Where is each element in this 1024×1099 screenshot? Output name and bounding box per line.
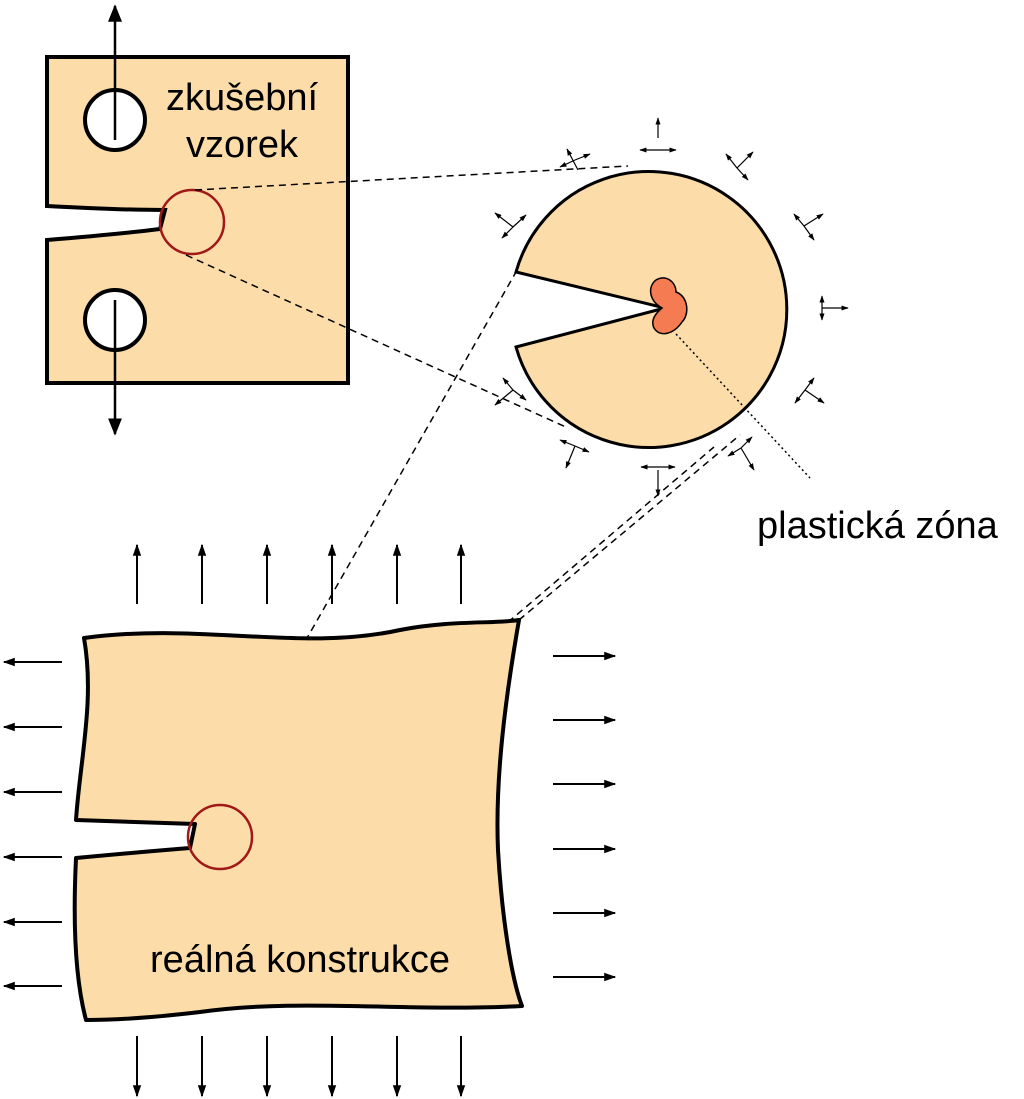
specimen-label-line2: vzorek: [186, 124, 299, 166]
stress-arrow-pair-bottom: [640, 464, 676, 497]
specimen-crack-tip-zoom-circle: [158, 188, 226, 256]
structure-label: reálná konstrukce: [150, 939, 450, 981]
stress-arrow-pair-right: [819, 295, 849, 321]
structure-crack-tip-zoom-circle: [186, 803, 254, 871]
stress-arrow-pair-top: [639, 117, 677, 153]
structure-top-load-arrows: [132, 543, 466, 604]
stress-arrow-pair-lower-left: [494, 377, 527, 406]
magnified-material-disc: [514, 170, 789, 449]
stress-arrow-pair-right-lower: [794, 377, 825, 404]
zoom-line-specimen-bottom: [185, 254, 569, 429]
structure-right-load-arrows: [553, 651, 617, 982]
plastic-zone-label: plastická zóna: [757, 505, 999, 547]
stress-arrow-pair-upper-right: [725, 151, 754, 181]
structure-body: [72, 618, 524, 1022]
structure-bottom-load-arrows: [132, 1036, 466, 1098]
stress-arrow-pair-left: [494, 212, 527, 239]
structure-left-load-arrows: [2, 657, 62, 991]
stress-arrow-pair-bottom-left: [559, 439, 590, 469]
zoom-line-structure-corner: [518, 434, 741, 621]
stress-arrow-pair-upper-left: [559, 148, 591, 171]
plastic-zone-shape: [649, 277, 688, 335]
magnified-crack-tip: plastická zóna: [514, 170, 999, 547]
specimen-label-line1: zkušební: [166, 77, 319, 119]
stress-arrow-pair-right-upper: [793, 213, 824, 241]
stress-arrow-pair-bottom-right: [727, 436, 755, 471]
real-structure: reálná konstrukce: [72, 618, 524, 1022]
zoom-line-specimen-top: [194, 165, 629, 191]
test-specimen: zkušební vzorek: [45, 4, 350, 436]
circle-stress-arrows: [494, 117, 849, 497]
